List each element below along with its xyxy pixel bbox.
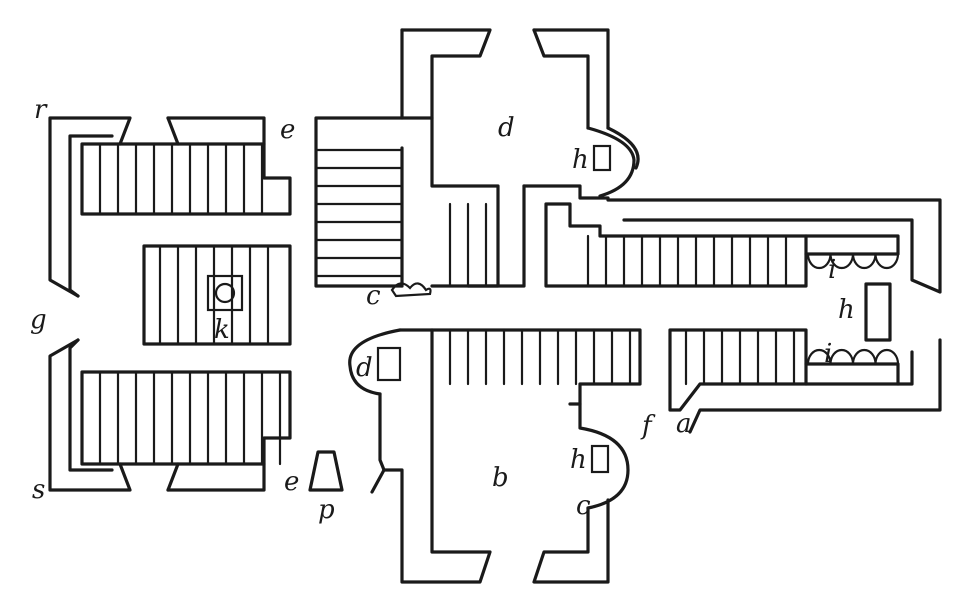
upper-apse bbox=[586, 126, 636, 198]
right-wing-niche-h bbox=[864, 282, 892, 342]
left-wing bbox=[48, 116, 344, 492]
stove-icon bbox=[214, 282, 236, 304]
left-wing-wall-bottom-right bbox=[166, 462, 266, 492]
lower-hall-bench-outline bbox=[398, 328, 642, 406]
label-c-bottom: c bbox=[576, 491, 591, 521]
lower-hall-wall-left-lip bbox=[378, 392, 386, 472]
pedestal-p bbox=[308, 450, 344, 492]
left-wing-bottom-benches bbox=[80, 370, 292, 466]
label-e-bottom: e bbox=[284, 467, 299, 497]
left-wing-center-benches bbox=[142, 244, 292, 346]
left-wing-wall-top-left-inner bbox=[68, 134, 114, 298]
upper-apse-outer bbox=[606, 126, 640, 170]
right-wing-wall-bottom-inner bbox=[804, 350, 914, 386]
central-hall-upper bbox=[314, 28, 942, 294]
upper-hall-stair-slats bbox=[314, 148, 404, 278]
left-wing-top-benches bbox=[80, 142, 292, 216]
left-wing-wall-top-right bbox=[166, 116, 266, 146]
left-wing-wall-bottom-left-inner bbox=[68, 338, 114, 472]
upper-hall-small-bench-slats bbox=[448, 202, 488, 288]
lower-hall-bench-slats bbox=[448, 328, 632, 386]
stove-base bbox=[206, 274, 244, 312]
left-wing-center-bench-slats bbox=[158, 244, 270, 346]
ornament-c bbox=[390, 282, 432, 298]
lower-apse-d bbox=[348, 328, 402, 396]
right-wing-bottom-benches bbox=[668, 328, 808, 412]
arch bbox=[829, 252, 855, 270]
label-i-top: i bbox=[828, 255, 836, 285]
arch bbox=[851, 348, 877, 366]
upper-hall-wall-right-top bbox=[532, 28, 610, 130]
label-p: p bbox=[318, 495, 335, 525]
label-h-top: h bbox=[572, 145, 589, 175]
label-d-hall: d bbox=[498, 113, 515, 143]
right-wing-top-bench-slats bbox=[586, 234, 788, 288]
arch bbox=[874, 348, 900, 366]
label-a: a bbox=[676, 409, 692, 439]
upper-hall-wall-right-inner bbox=[532, 28, 590, 130]
right-wing-top-arch-row bbox=[806, 252, 900, 270]
label-b: b bbox=[492, 463, 509, 493]
arch bbox=[806, 348, 832, 366]
label-i-bottom: i bbox=[824, 339, 832, 369]
right-wing-wall-top bbox=[522, 184, 942, 294]
label-g: g bbox=[30, 305, 47, 335]
right-wing-top-benches bbox=[544, 202, 808, 288]
label-e-top: e bbox=[280, 115, 295, 145]
arch bbox=[806, 252, 832, 270]
lower-hall-wall-left bbox=[370, 328, 492, 584]
label-h-bottom: h bbox=[570, 445, 587, 475]
central-hall-lower bbox=[348, 328, 642, 584]
arch bbox=[874, 252, 900, 270]
left-wing-door-jamb-bottom bbox=[166, 462, 180, 492]
left-wing-bottom-bench-slats bbox=[98, 370, 282, 466]
right-wing-wall-bottom bbox=[688, 338, 942, 434]
arch bbox=[829, 348, 855, 366]
label-h-right: h bbox=[838, 295, 855, 325]
left-wing-top-bench-slats bbox=[98, 142, 264, 216]
left-wing-wall-bottom-left bbox=[48, 338, 132, 492]
label-d-niche: d bbox=[356, 353, 373, 383]
left-wing-wall-top-left bbox=[48, 116, 132, 298]
right-wing-bottom-arch-row bbox=[806, 348, 900, 366]
label-c-top: c bbox=[366, 281, 381, 311]
left-wing-door-jamb-top bbox=[166, 116, 180, 146]
right-wing bbox=[544, 202, 942, 434]
lower-niche-h bbox=[590, 444, 610, 474]
right-wing-bottom-bench-slats bbox=[684, 328, 796, 386]
arch bbox=[851, 252, 877, 270]
label-r: r bbox=[34, 95, 48, 125]
upper-niche-h bbox=[592, 144, 612, 172]
label-k: k bbox=[214, 315, 230, 345]
lower-niche-d bbox=[376, 346, 402, 382]
lower-hall-wall-right bbox=[532, 498, 610, 584]
label-s: s bbox=[32, 475, 45, 505]
upper-hall-wall-bottom bbox=[466, 184, 526, 288]
